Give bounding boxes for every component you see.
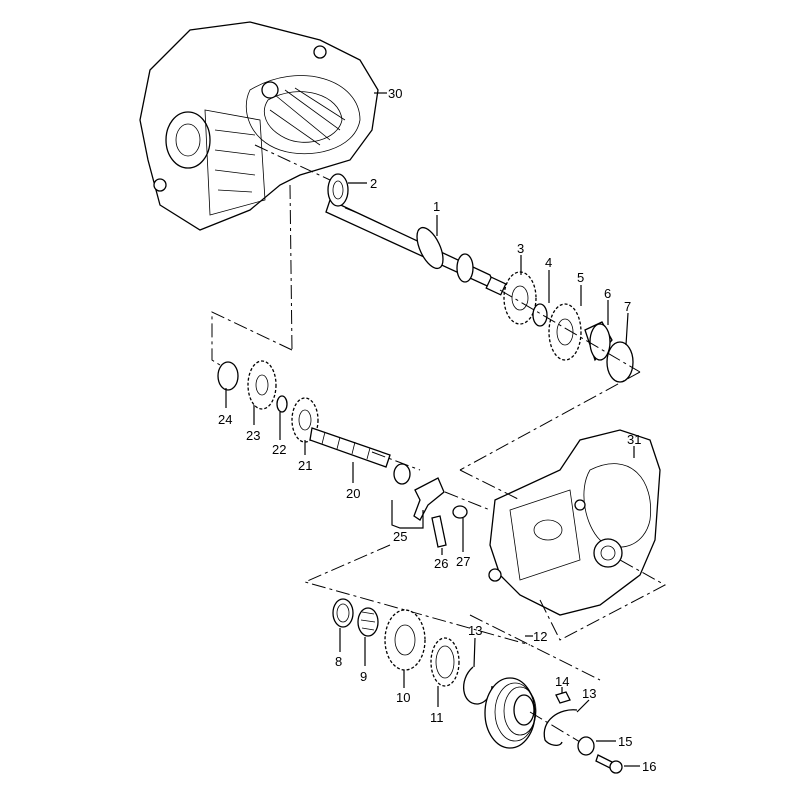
callout-21: 21 (298, 458, 312, 473)
callout-1: 1 (433, 199, 440, 214)
key-14[interactable] (555, 691, 571, 704)
callout-2: 2 (370, 176, 377, 191)
callout-5: 5 (577, 270, 584, 285)
bolt-26[interactable] (431, 515, 447, 548)
synchro-ring-11[interactable] (430, 637, 460, 687)
callout-8: 8 (335, 654, 342, 669)
callout-23: 23 (246, 428, 260, 443)
callout-10: 10 (396, 690, 410, 705)
callout-25: 25 (393, 529, 407, 544)
bearing-24[interactable] (217, 361, 239, 391)
callout-9: 9 (360, 669, 367, 684)
selector-25[interactable] (393, 463, 445, 521)
callout-16: 16 (642, 759, 656, 774)
synchro-hub[interactable] (484, 677, 537, 749)
callout-4: 4 (545, 255, 552, 270)
spring-13-right[interactable] (543, 709, 578, 746)
needle-bearing-9[interactable] (357, 607, 379, 637)
nut-15[interactable] (577, 736, 595, 756)
gearbox-housing-31[interactable] (488, 429, 661, 616)
callout-13-right: 13 (582, 686, 596, 701)
gear-10[interactable] (384, 609, 426, 671)
gear-23[interactable] (247, 360, 277, 410)
ring-22[interactable] (276, 395, 288, 413)
input-shaft-1[interactable] (325, 199, 507, 296)
callout-31: 31 (627, 432, 641, 447)
shaft-20[interactable] (309, 427, 391, 468)
callout-22: 22 (272, 442, 286, 457)
callout-6: 6 (604, 286, 611, 301)
callout-7: 7 (624, 299, 631, 314)
callout-20: 20 (346, 486, 360, 501)
callout-27: 27 (456, 554, 470, 569)
callout-26: 26 (434, 556, 448, 571)
callout-3: 3 (517, 241, 524, 256)
callout-15: 15 (618, 734, 632, 749)
gear-3[interactable] (503, 271, 537, 325)
circlip-7[interactable] (606, 341, 634, 383)
bearing-2[interactable] (327, 173, 349, 207)
callout-14: 14 (555, 674, 569, 689)
ring-8[interactable] (332, 598, 354, 628)
gear-5[interactable] (548, 303, 582, 361)
callout-13-left: 13 (468, 623, 482, 638)
callout-12: 12 (533, 629, 547, 644)
callout-30: 30 (388, 86, 402, 101)
bearing-6[interactable] (584, 321, 613, 362)
gearbox-housing-30[interactable] (139, 21, 379, 231)
callout-24: 24 (218, 412, 232, 427)
ring-4[interactable] (532, 303, 548, 327)
bolt-16[interactable] (595, 754, 623, 774)
callout-11: 11 (430, 710, 444, 725)
bolt-27[interactable] (452, 505, 468, 519)
